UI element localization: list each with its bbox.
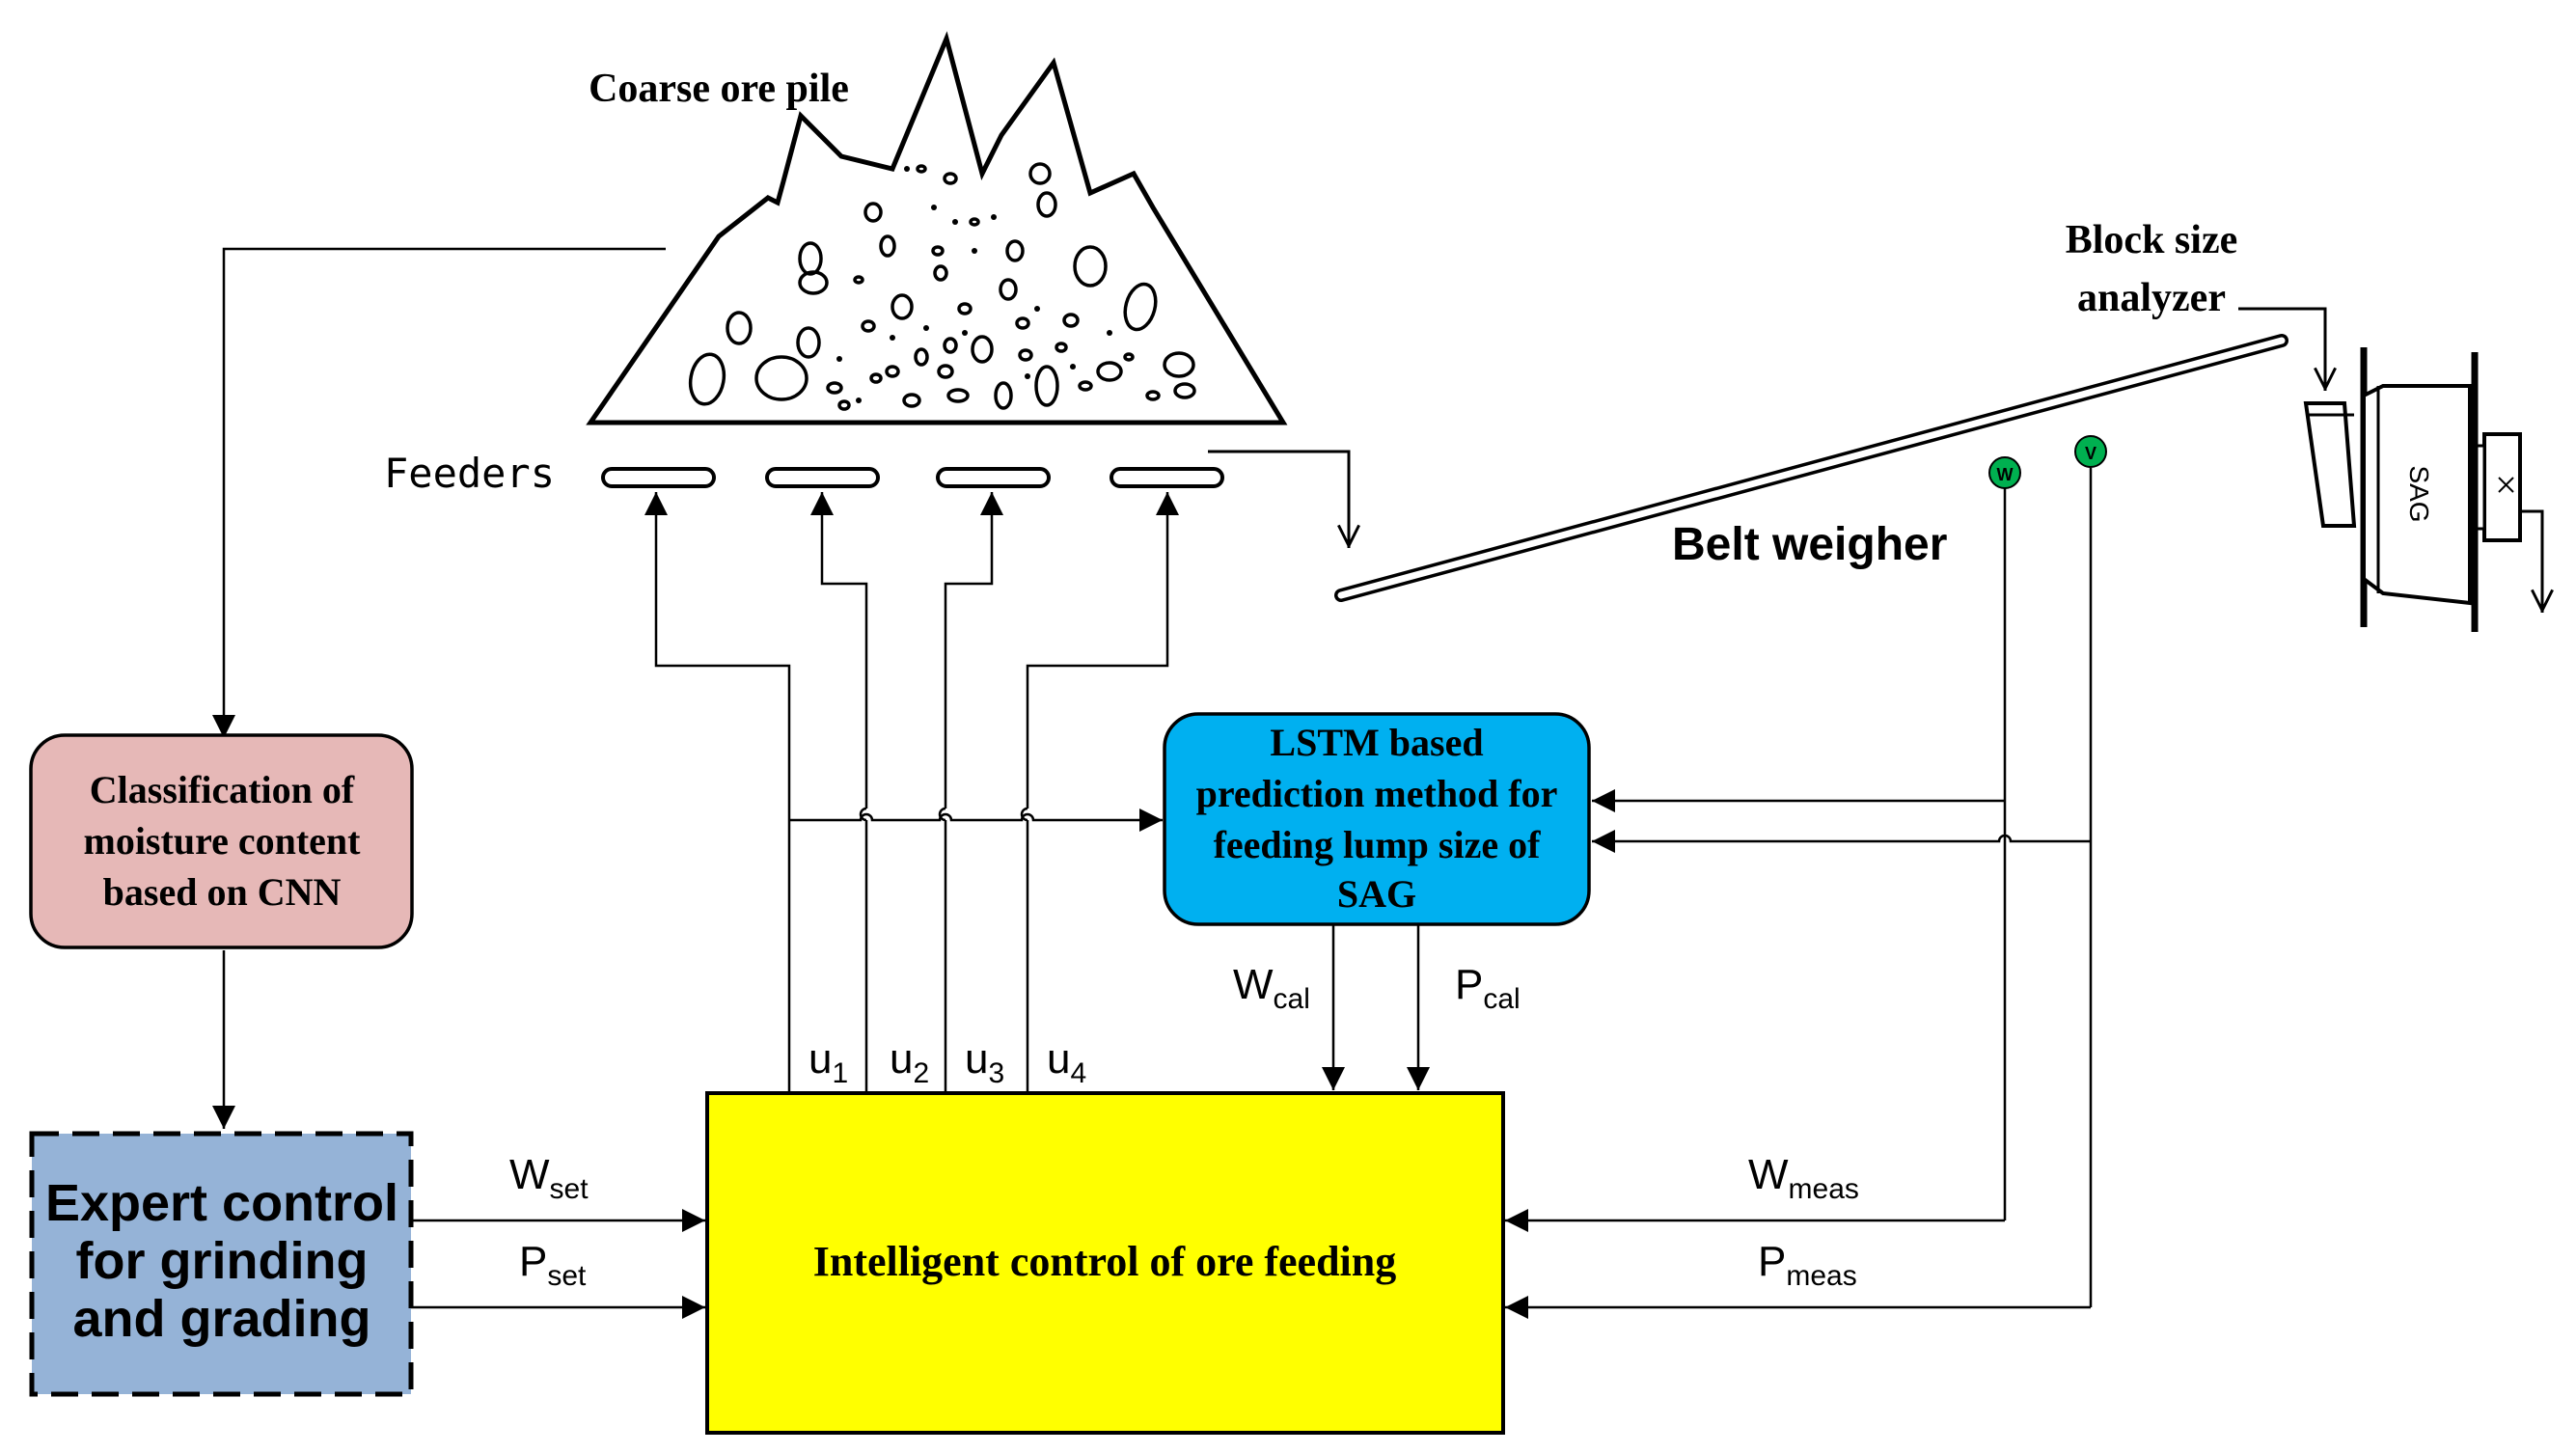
sag-mill-label: SAG xyxy=(2404,465,2434,522)
v-sensor-to-lstm-line xyxy=(1592,830,2091,853)
feeder-2 xyxy=(765,467,880,488)
u2-label: u2 xyxy=(890,1035,929,1089)
sensor-v-icon: V xyxy=(2074,435,2107,1307)
intelligent-control-box: Intelligent control of ore feeding xyxy=(705,1091,1505,1435)
ore-pile-outline xyxy=(586,31,1288,425)
w-cal-label: Wcal xyxy=(1233,961,1310,1015)
svg-text:and grading: and grading xyxy=(73,1290,371,1348)
feeders-label: Feeders xyxy=(384,450,555,497)
feeder-1 xyxy=(601,467,716,488)
analyzer-label-line2: analyzer xyxy=(2077,276,2226,320)
p-cal-label: Pcal xyxy=(1455,961,1521,1015)
svg-text:Intelligent control of ore fee: Intelligent control of ore feeding xyxy=(813,1238,1397,1285)
p-set-label: Pset xyxy=(519,1238,587,1292)
ore-pile-title: Coarse ore pile xyxy=(589,67,849,111)
svg-text:LSTM based: LSTM based xyxy=(1270,721,1483,764)
sensor-w-icon: W xyxy=(1988,456,2021,1220)
svg-text:prediction method for: prediction method for xyxy=(1196,772,1558,815)
u1-label: u1 xyxy=(808,1035,848,1089)
svg-text:moisture content: moisture content xyxy=(84,819,362,863)
lstm-box: LSTM based prediction method for feeding… xyxy=(1163,712,1591,926)
feeder-4 xyxy=(1110,467,1224,488)
pile-to-cnn-line xyxy=(212,247,666,738)
u2-line xyxy=(822,492,868,1093)
expert-box: Expert control for grinding and grading xyxy=(29,1131,414,1397)
svg-text:based on CNN: based on CNN xyxy=(103,870,342,914)
analyzer-arrow xyxy=(2238,307,2325,391)
u-to-lstm-line xyxy=(789,809,1163,832)
svg-text:SAG: SAG xyxy=(1337,872,1416,916)
sag-mill xyxy=(2303,347,2542,632)
ore-fines xyxy=(836,166,1112,403)
u4-line xyxy=(1026,492,1167,1093)
control-lines xyxy=(411,492,2091,1319)
svg-text:for grinding: for grinding xyxy=(76,1232,369,1290)
belt-conveyor xyxy=(1334,334,2288,602)
svg-text:Classification of: Classification of xyxy=(90,768,355,811)
svg-text:feeding lump size of: feeding lump size of xyxy=(1214,823,1542,866)
w-set-label: Wset xyxy=(509,1151,589,1205)
ore-pile xyxy=(586,31,1288,425)
u3-label: u3 xyxy=(965,1035,1004,1089)
p-meas-label: Pmeas xyxy=(1758,1238,1857,1292)
analyzer-label-line1: Block size xyxy=(2066,218,2237,262)
feeders xyxy=(601,467,1224,488)
svg-text:V: V xyxy=(2085,444,2096,463)
belt-weigher-label: Belt weigher xyxy=(1672,519,1947,570)
w-meas-label: Wmeas xyxy=(1748,1151,1859,1205)
svg-text:Expert control: Expert control xyxy=(45,1174,398,1232)
feed-drop-arrow xyxy=(1208,450,1349,548)
cnn-box: Classification of moisture content based… xyxy=(29,733,414,949)
ore-rocks xyxy=(688,162,1196,411)
u1-line xyxy=(644,492,791,1093)
u4-label: u4 xyxy=(1047,1035,1086,1089)
svg-text:W: W xyxy=(1997,465,2014,484)
feeder-3 xyxy=(936,467,1051,488)
u3-line xyxy=(944,492,992,1093)
